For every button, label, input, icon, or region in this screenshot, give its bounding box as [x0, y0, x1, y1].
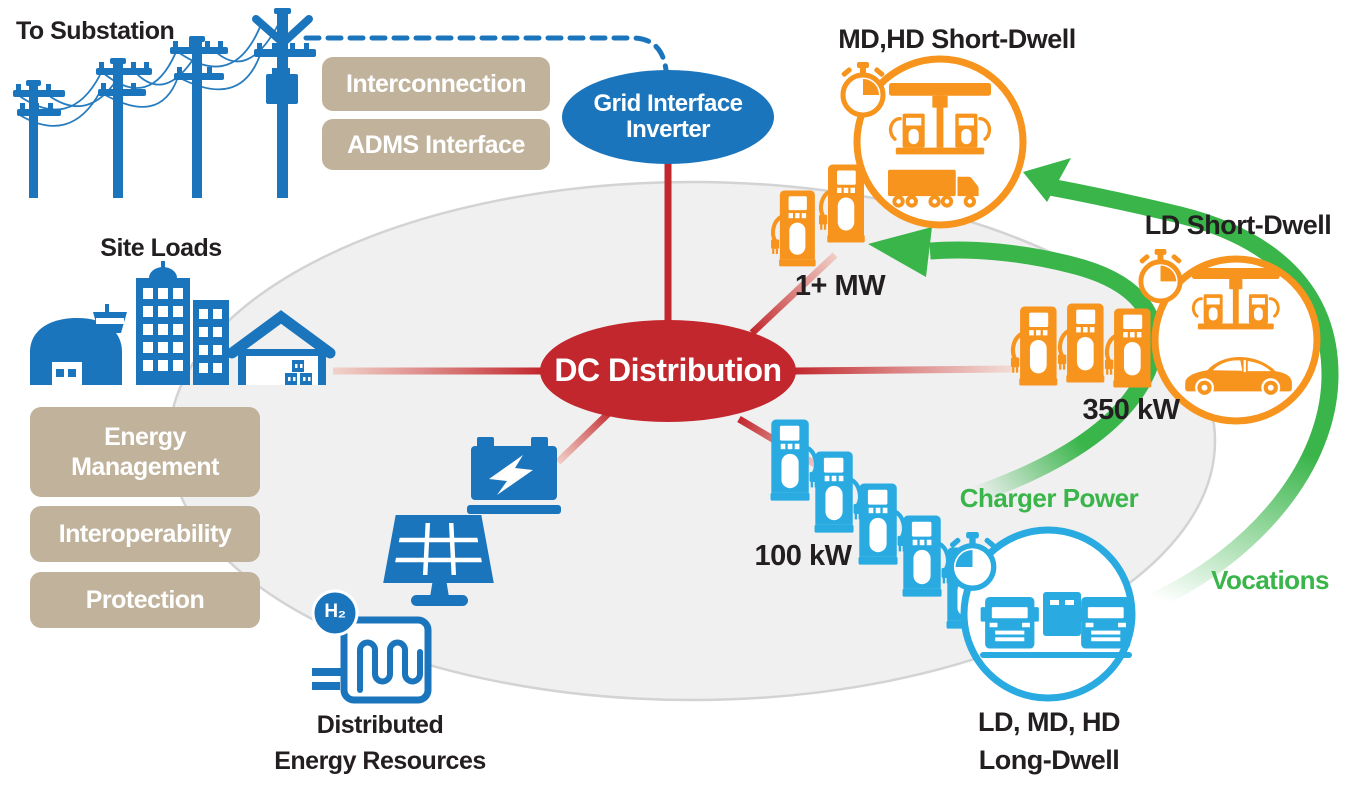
arrowhead-md-hd — [1023, 158, 1071, 202]
depot-charger-icon — [1043, 592, 1081, 636]
truck-front-icon — [1076, 597, 1135, 649]
ld-short-dwell-group — [1139, 249, 1321, 425]
dc-distribution-label: DC Distribution — [554, 352, 782, 388]
stopwatch-icon — [949, 532, 996, 588]
vocations-label: Vocations — [1211, 565, 1329, 595]
vocations-arrow — [1023, 158, 1339, 610]
dc-bus-spokes — [333, 160, 1013, 471]
grid-interface-inverter-label: Grid Interface Inverter — [593, 90, 743, 144]
stopwatch-icon — [841, 62, 885, 115]
solar-panel-icon — [383, 515, 494, 606]
long-dwell-group — [949, 526, 1136, 702]
interoperability-label: Interoperability — [58, 520, 232, 548]
energy-management-label-2: Management — [71, 453, 219, 481]
fuel-canopy-icon — [887, 81, 993, 157]
power-1mw-label: 1+ MW — [794, 270, 886, 302]
hydrogen-fuel-cell-icon — [311, 589, 432, 704]
control-tower-icon — [100, 330, 113, 385]
charger-power-arrow — [868, 227, 1163, 504]
truck-front-icon — [980, 597, 1039, 649]
h2-badge — [311, 589, 359, 637]
interconnection-box: Interconnection — [322, 57, 550, 111]
transformer-bracket — [272, 68, 290, 75]
protection-label: Protection — [85, 586, 205, 614]
power-350kw-label: 350 kW — [1082, 394, 1180, 426]
h2-label: H₂ — [324, 601, 346, 622]
adms-interface-box: ADMS Interface — [322, 119, 550, 170]
stopwatch-icon — [1139, 249, 1182, 301]
energy-management-box: Energy Management — [30, 407, 260, 497]
transformer-icon — [266, 74, 298, 104]
fuel-canopy-icon — [1190, 266, 1282, 331]
utility-poles-icon — [13, 8, 316, 198]
power-100kw-label: 100 kW — [754, 540, 852, 572]
chargers-350kw — [1011, 304, 1151, 388]
long-dwell-label: LD, MD, HD Long-Dwell — [978, 707, 1120, 775]
comms-dashed-line — [303, 35, 669, 73]
adms-interface-label: ADMS Interface — [347, 130, 525, 159]
dc-distribution-node — [540, 320, 796, 422]
protection-box: Protection — [30, 572, 260, 628]
battery-storage-icon — [467, 437, 561, 514]
charger-power-label: Charger Power — [959, 483, 1139, 513]
warehouse-icon — [226, 310, 336, 385]
site-loads-icons — [30, 261, 336, 385]
mid-building-icon — [193, 300, 229, 385]
ld-short-dwell-label: LD Short-Dwell — [1144, 210, 1332, 240]
to-substation-label: To Substation — [16, 17, 175, 45]
site-loads-label: Site Loads — [100, 234, 222, 262]
interoperability-box: Interoperability — [30, 506, 260, 562]
md-hd-short-dwell-label: MD,HD Short-Dwell — [838, 24, 1076, 54]
md-hd-short-dwell-group — [841, 55, 1027, 229]
der-label: Distributed Energy Resources — [274, 711, 486, 776]
interconnection-label: Interconnection — [345, 70, 527, 98]
arrowhead-1mw — [868, 227, 932, 277]
grid-interface-inverter-node — [562, 70, 774, 164]
energy-management-label-1: Energy — [104, 423, 186, 451]
